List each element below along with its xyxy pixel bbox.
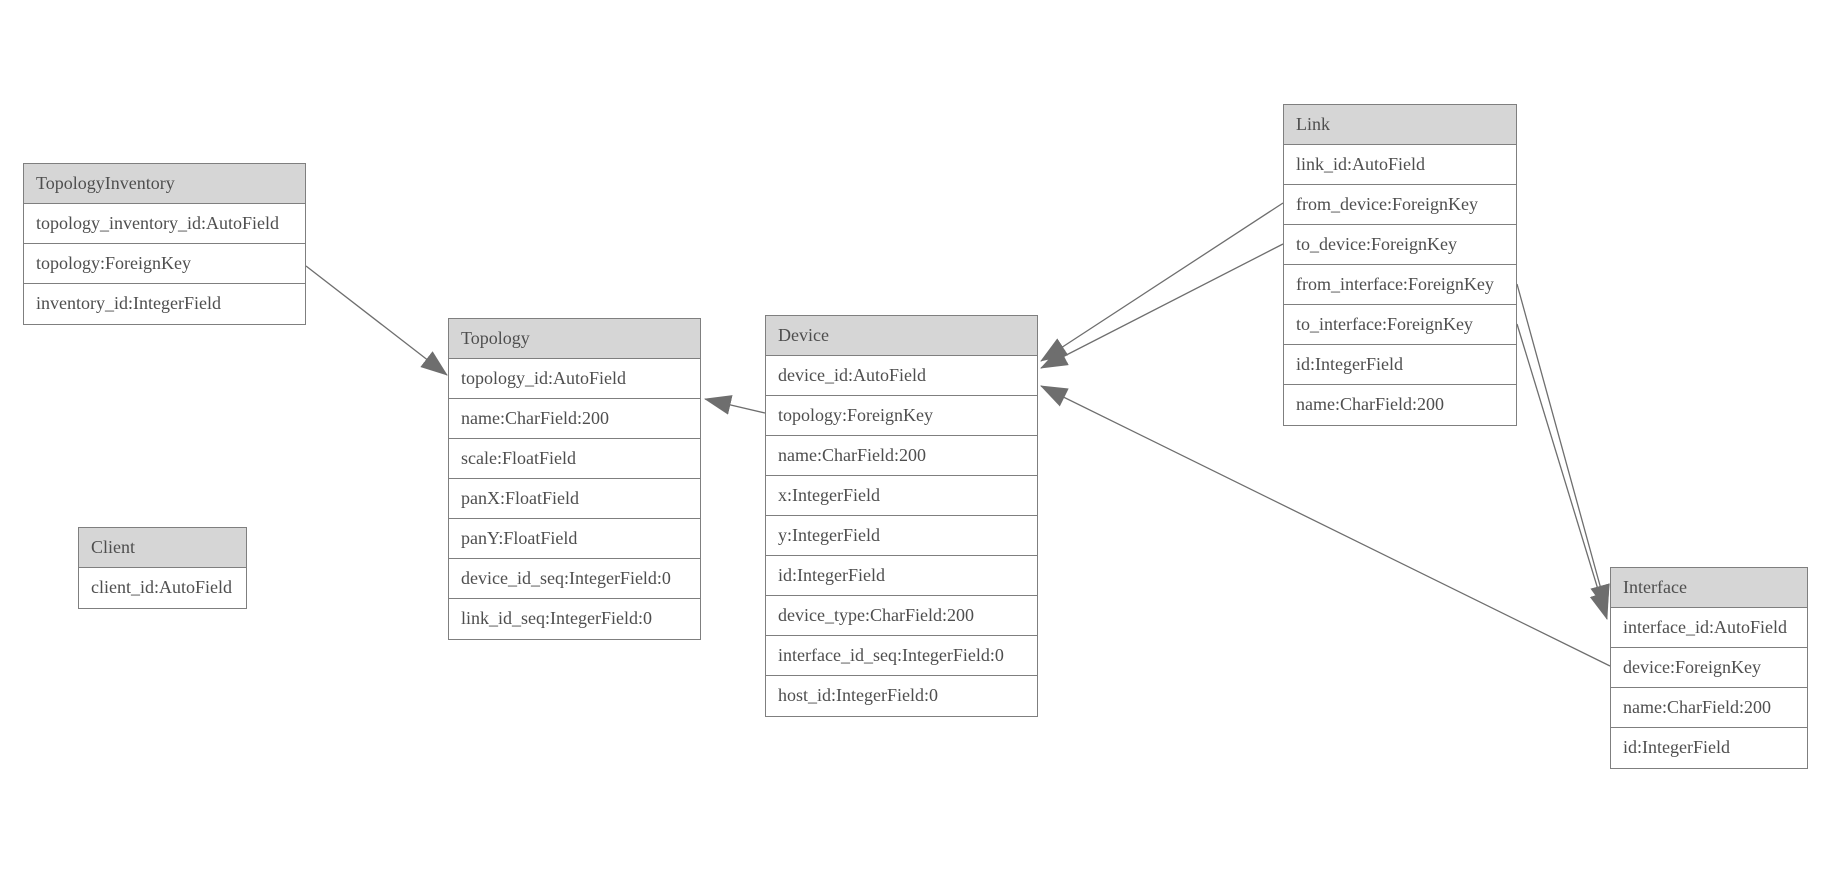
entity-title-device: Device bbox=[766, 316, 1037, 356]
entity-title-client: Client bbox=[79, 528, 246, 568]
entity-field-device-2: name:CharField:200 bbox=[766, 436, 1037, 476]
connector-link-from_device-to-device bbox=[1040, 202, 1284, 362]
entity-field-device-7: interface_id_seq:IntegerField:0 bbox=[766, 636, 1037, 676]
entity-field-topology-5: device_id_seq:IntegerField:0 bbox=[449, 559, 700, 599]
entity-field-topology-0: topology_id:AutoField bbox=[449, 359, 700, 399]
connector-link-from_interface-to-interface bbox=[1516, 283, 1610, 612]
entity-field-link-2: to_device:ForeignKey bbox=[1284, 225, 1516, 265]
entity-field-topology-6: link_id_seq:IntegerField:0 bbox=[449, 599, 700, 639]
entity-field-link-4: to_interface:ForeignKey bbox=[1284, 305, 1516, 345]
entity-field-topology-inventory-0: topology_inventory_id:AutoField bbox=[24, 204, 305, 244]
entity-field-topology-inventory-2: inventory_id:IntegerField bbox=[24, 284, 305, 324]
entity-field-topology-3: panX:FloatField bbox=[449, 479, 700, 519]
connector-link-to_device-to-device bbox=[1040, 243, 1284, 369]
connector-link-to_interface-to-interface bbox=[1516, 323, 1609, 620]
entity-field-device-3: x:IntegerField bbox=[766, 476, 1037, 516]
entity-field-interface-1: device:ForeignKey bbox=[1611, 648, 1807, 688]
entity-field-device-8: host_id:IntegerField:0 bbox=[766, 676, 1037, 716]
entity-field-device-5: id:IntegerField bbox=[766, 556, 1037, 596]
entity-field-link-0: link_id:AutoField bbox=[1284, 145, 1516, 185]
entity-field-interface-3: id:IntegerField bbox=[1611, 728, 1807, 768]
entity-title-topology: Topology bbox=[449, 319, 700, 359]
entity-field-link-5: id:IntegerField bbox=[1284, 345, 1516, 385]
connector-topologyinventory-topology-to-topology bbox=[305, 265, 448, 376]
entity-field-link-6: name:CharField:200 bbox=[1284, 385, 1516, 425]
entity-field-interface-0: interface_id:AutoField bbox=[1611, 608, 1807, 648]
entity-field-device-4: y:IntegerField bbox=[766, 516, 1037, 556]
entity-field-device-0: device_id:AutoField bbox=[766, 356, 1037, 396]
entity-field-link-1: from_device:ForeignKey bbox=[1284, 185, 1516, 225]
entity-field-interface-2: name:CharField:200 bbox=[1611, 688, 1807, 728]
entity-title-link: Link bbox=[1284, 105, 1516, 145]
entity-field-device-1: topology:ForeignKey bbox=[766, 396, 1037, 436]
entity-field-link-3: from_interface:ForeignKey bbox=[1284, 265, 1516, 305]
entity-title-interface: Interface bbox=[1611, 568, 1807, 608]
entity-field-topology-1: name:CharField:200 bbox=[449, 399, 700, 439]
entity-field-topology-4: panY:FloatField bbox=[449, 519, 700, 559]
connector-interface-device-to-device bbox=[1040, 385, 1611, 667]
entity-field-device-6: device_type:CharField:200 bbox=[766, 596, 1037, 636]
entity-field-client-0: client_id:AutoField bbox=[79, 568, 246, 608]
connector-device-topology-to-topology bbox=[704, 395, 766, 415]
entity-field-topology-2: scale:FloatField bbox=[449, 439, 700, 479]
entity-title-topology-inventory: TopologyInventory bbox=[24, 164, 305, 204]
entity-field-topology-inventory-1: topology:ForeignKey bbox=[24, 244, 305, 284]
